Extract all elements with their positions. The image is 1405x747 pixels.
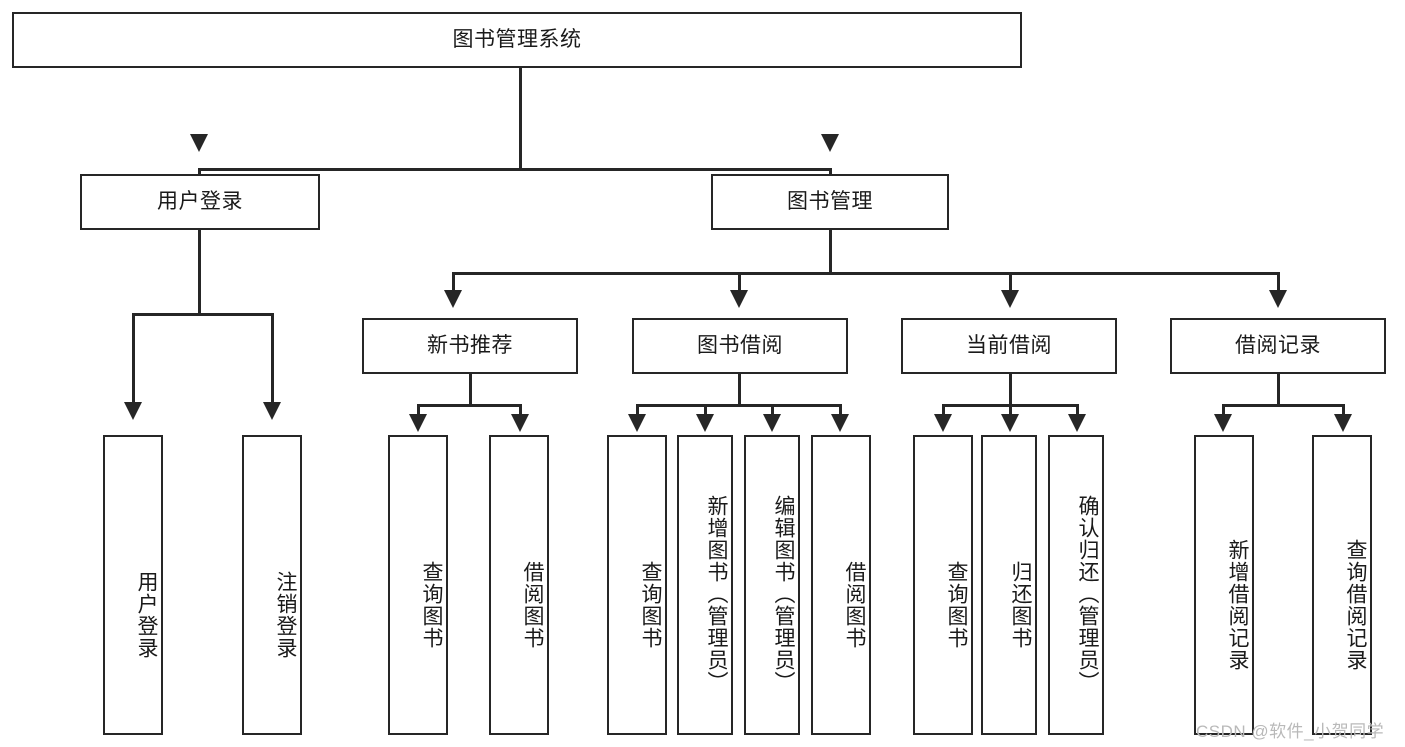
arrow-icon-user-login-leaf-2 xyxy=(263,402,281,420)
leaf-confirm-return-admin[interactable]: 确认归还（管理员） xyxy=(1048,435,1104,735)
node-book-management[interactable]: 图书管理 xyxy=(711,174,949,230)
arrow-icon-new-book-leaf-2 xyxy=(511,414,529,432)
edge-book-borrow-stem xyxy=(738,374,741,406)
edge-new-book-bus xyxy=(417,404,522,407)
edge-book-management-bus xyxy=(452,272,1279,275)
edge-borrow-record-to-leaf-2 xyxy=(1342,404,1345,418)
arrow-icon-bm-current-borrow xyxy=(1001,290,1019,308)
node-root-label: 图书管理系统 xyxy=(452,28,582,52)
edge-bm-to-book-borrow xyxy=(738,272,741,294)
edge-current-borrow-to-leaf-2 xyxy=(1009,404,1012,418)
arrow-icon-bm-borrow-record xyxy=(1269,290,1287,308)
leaf-query-book-2[interactable]: 查询图书 xyxy=(607,435,667,735)
node-new-book-recommend-label: 新书推荐 xyxy=(427,334,513,358)
edge-book-borrow-to-leaf-1 xyxy=(636,404,639,418)
node-root[interactable]: 图书管理系统 xyxy=(12,12,1022,68)
edge-root-bus xyxy=(198,168,832,171)
node-current-borrow[interactable]: 当前借阅 xyxy=(901,318,1117,374)
leaf-query-book-1-label: 查询图书 xyxy=(420,561,443,649)
arrow-icon-user-login-leaf-1 xyxy=(124,402,142,420)
edge-bm-to-borrow-record xyxy=(1277,272,1280,294)
edge-bm-to-new-book xyxy=(452,272,455,294)
edge-current-borrow-stem xyxy=(1009,374,1012,406)
leaf-borrow-book-2[interactable]: 借阅图书 xyxy=(811,435,871,735)
edge-user-login-to-leaf-2 xyxy=(271,313,274,405)
leaf-edit-book-admin-label: 编辑图书（管理员） xyxy=(772,495,795,693)
arrow-icon-bm-new-book xyxy=(444,290,462,308)
leaf-query-book-2-label: 查询图书 xyxy=(639,561,662,649)
node-current-borrow-label: 当前借阅 xyxy=(966,334,1052,358)
arrow-icon-book-borrow-leaf-3 xyxy=(763,414,781,432)
arrow-icon-borrow-record-leaf-1 xyxy=(1214,414,1232,432)
node-borrow-record-label: 借阅记录 xyxy=(1235,334,1321,358)
leaf-query-book-3-label: 查询图书 xyxy=(945,561,968,649)
edge-user-login-stem xyxy=(198,230,201,315)
leaf-user-login[interactable]: 用户登录 xyxy=(103,435,163,735)
leaf-confirm-return-admin-label: 确认归还（管理员） xyxy=(1076,495,1099,693)
arrow-icon-current-borrow-leaf-3 xyxy=(1068,414,1086,432)
csdn-watermark: CSDN @软件_小贺同学 xyxy=(1196,722,1385,741)
edge-borrow-record-stem xyxy=(1277,374,1280,406)
arrow-icon-book-borrow-leaf-1 xyxy=(628,414,646,432)
edge-new-book-to-leaf-2 xyxy=(519,404,522,418)
edge-borrow-record-to-leaf-1 xyxy=(1222,404,1225,418)
edge-book-borrow-to-leaf-3 xyxy=(771,404,774,418)
leaf-return-book[interactable]: 归还图书 xyxy=(981,435,1037,735)
leaf-add-borrow-record[interactable]: 新增借阅记录 xyxy=(1194,435,1254,735)
arrow-icon-current-borrow-leaf-2 xyxy=(1001,414,1019,432)
leaf-query-book-1[interactable]: 查询图书 xyxy=(388,435,448,735)
node-new-book-recommend[interactable]: 新书推荐 xyxy=(362,318,578,374)
arrow-icon-new-book-leaf-1 xyxy=(409,414,427,432)
edge-new-book-to-leaf-1 xyxy=(417,404,420,418)
leaf-add-borrow-record-label: 新增借阅记录 xyxy=(1226,539,1249,671)
edge-borrow-record-bus xyxy=(1222,404,1344,407)
edge-user-login-bus xyxy=(132,313,274,316)
leaf-add-book-admin-label: 新增图书（管理员） xyxy=(705,495,728,693)
leaf-add-book-admin[interactable]: 新增图书（管理员） xyxy=(677,435,733,735)
arrow-icon-root-book-management xyxy=(821,134,839,152)
edge-new-book-stem xyxy=(469,374,472,406)
arrow-icon-book-borrow-leaf-2 xyxy=(696,414,714,432)
node-book-management-label: 图书管理 xyxy=(787,190,873,214)
edge-book-borrow-to-leaf-4 xyxy=(839,404,842,418)
node-book-borrow[interactable]: 图书借阅 xyxy=(632,318,848,374)
leaf-user-login-label: 用户登录 xyxy=(135,571,158,659)
leaf-borrow-book-1[interactable]: 借阅图书 xyxy=(489,435,549,735)
edge-book-borrow-to-leaf-2 xyxy=(704,404,707,418)
arrow-icon-borrow-record-leaf-2 xyxy=(1334,414,1352,432)
arrow-icon-current-borrow-leaf-1 xyxy=(934,414,952,432)
node-book-borrow-label: 图书借阅 xyxy=(697,334,783,358)
node-user-login-label: 用户登录 xyxy=(157,190,243,214)
leaf-borrow-book-2-label: 借阅图书 xyxy=(843,561,866,649)
node-borrow-record[interactable]: 借阅记录 xyxy=(1170,318,1386,374)
leaf-edit-book-admin[interactable]: 编辑图书（管理员） xyxy=(744,435,800,735)
edge-book-management-stem xyxy=(829,230,832,275)
arrow-icon-bm-book-borrow xyxy=(730,290,748,308)
edge-user-login-to-leaf-1 xyxy=(132,313,135,405)
arrow-icon-book-borrow-leaf-4 xyxy=(831,414,849,432)
leaf-query-borrow-record-label: 查询借阅记录 xyxy=(1344,539,1367,671)
arrow-icon-root-user-login xyxy=(190,134,208,152)
edge-book-borrow-bus xyxy=(636,404,842,407)
leaf-query-book-3[interactable]: 查询图书 xyxy=(913,435,973,735)
leaf-return-book-label: 归还图书 xyxy=(1009,561,1032,649)
edge-bm-to-current-borrow xyxy=(1009,272,1012,294)
edge-root-stem xyxy=(519,68,522,170)
leaf-logout-login-label: 注销登录 xyxy=(274,571,297,659)
leaf-borrow-book-1-label: 借阅图书 xyxy=(521,561,544,649)
node-user-login[interactable]: 用户登录 xyxy=(80,174,320,230)
edge-current-borrow-to-leaf-1 xyxy=(942,404,945,418)
leaf-logout-login[interactable]: 注销登录 xyxy=(242,435,302,735)
edge-current-borrow-to-leaf-3 xyxy=(1076,404,1079,418)
leaf-query-borrow-record[interactable]: 查询借阅记录 xyxy=(1312,435,1372,735)
